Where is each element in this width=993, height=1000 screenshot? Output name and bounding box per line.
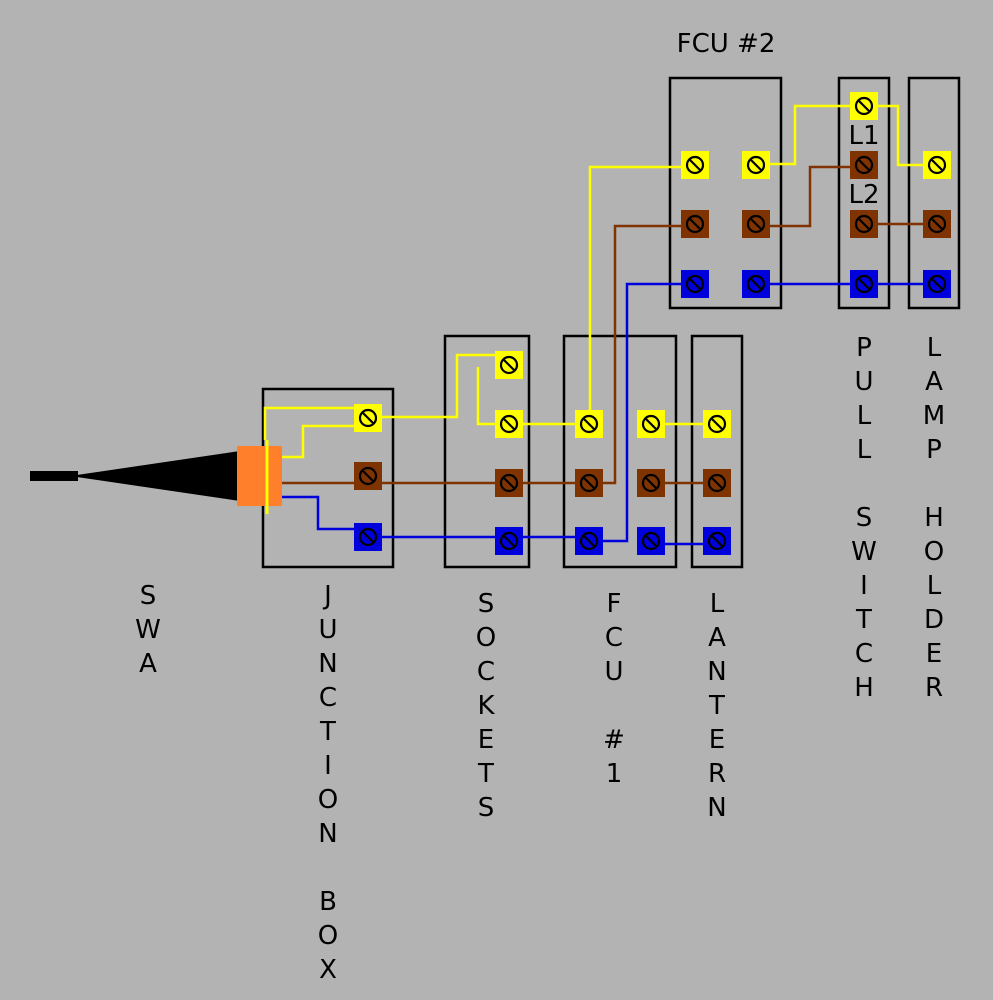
wire-4 (282, 495, 368, 531)
wire-12 (590, 282, 695, 543)
wire-10 (588, 165, 695, 424)
pull-switch-enclosure (837, 76, 891, 310)
lantern-live-terminal (703, 410, 731, 438)
jb-live-terminal (354, 404, 382, 432)
sockets-live-terminal-b (495, 410, 523, 438)
fcu2-load-neutral-terminal (742, 270, 770, 298)
wire-17 (756, 165, 864, 228)
fcu2-load-switched-terminal (742, 210, 770, 238)
terminals (354, 92, 951, 555)
wire-16 (756, 104, 864, 166)
fcu1-supply-switched-terminal (575, 469, 603, 497)
lamp-holder-enclosure (907, 76, 961, 310)
pull-switch-l2-terminal (850, 210, 878, 238)
cable-gland-icon (237, 440, 282, 514)
pull-switch-neutral-terminal (850, 270, 878, 298)
sockets-neutral-terminal (495, 527, 523, 555)
sockets-live-terminal-a (495, 351, 523, 379)
fcu2-label: FCU #2 (677, 29, 776, 59)
fcu2-load-live-terminal (742, 151, 770, 179)
wire-5 (368, 353, 509, 419)
fcu2-supply-switched-terminal (681, 210, 709, 238)
fcu1-enclosure (562, 334, 678, 569)
swa-cable (30, 451, 240, 501)
lantern-switched-terminal (703, 469, 731, 497)
l1-label: L1 (848, 121, 879, 151)
lamp-holder-live-terminal (923, 151, 951, 179)
wire-1 (263, 406, 368, 440)
jb-switched-terminal (354, 462, 382, 490)
fcu1-load-neutral-terminal (637, 527, 665, 555)
fcu1-supply-live-terminal (575, 410, 603, 438)
fcu2-supply-neutral-terminal (681, 270, 709, 298)
wire-2 (282, 424, 368, 459)
fcu1-load-live-terminal (637, 410, 665, 438)
fcu2-enclosure (668, 76, 783, 310)
fcu2-supply-live-terminal (681, 151, 709, 179)
lantern-neutral-terminal (703, 527, 731, 555)
fcu1-load-switched-terminal (637, 469, 665, 497)
pull-switch-l1-terminal (850, 151, 878, 179)
wire-19 (864, 104, 937, 167)
jb-neutral-terminal (354, 523, 382, 551)
l2-label: L2 (848, 180, 879, 210)
pull-switch-com-terminal (850, 92, 878, 120)
fcu1-supply-neutral-terminal (575, 527, 603, 555)
sockets-switched-terminal (495, 469, 523, 497)
sockets-enclosure (443, 334, 531, 569)
lamp-holder-switched-terminal (923, 210, 951, 238)
lantern-enclosure (690, 334, 744, 569)
lamp-holder-neutral-terminal (923, 270, 951, 298)
